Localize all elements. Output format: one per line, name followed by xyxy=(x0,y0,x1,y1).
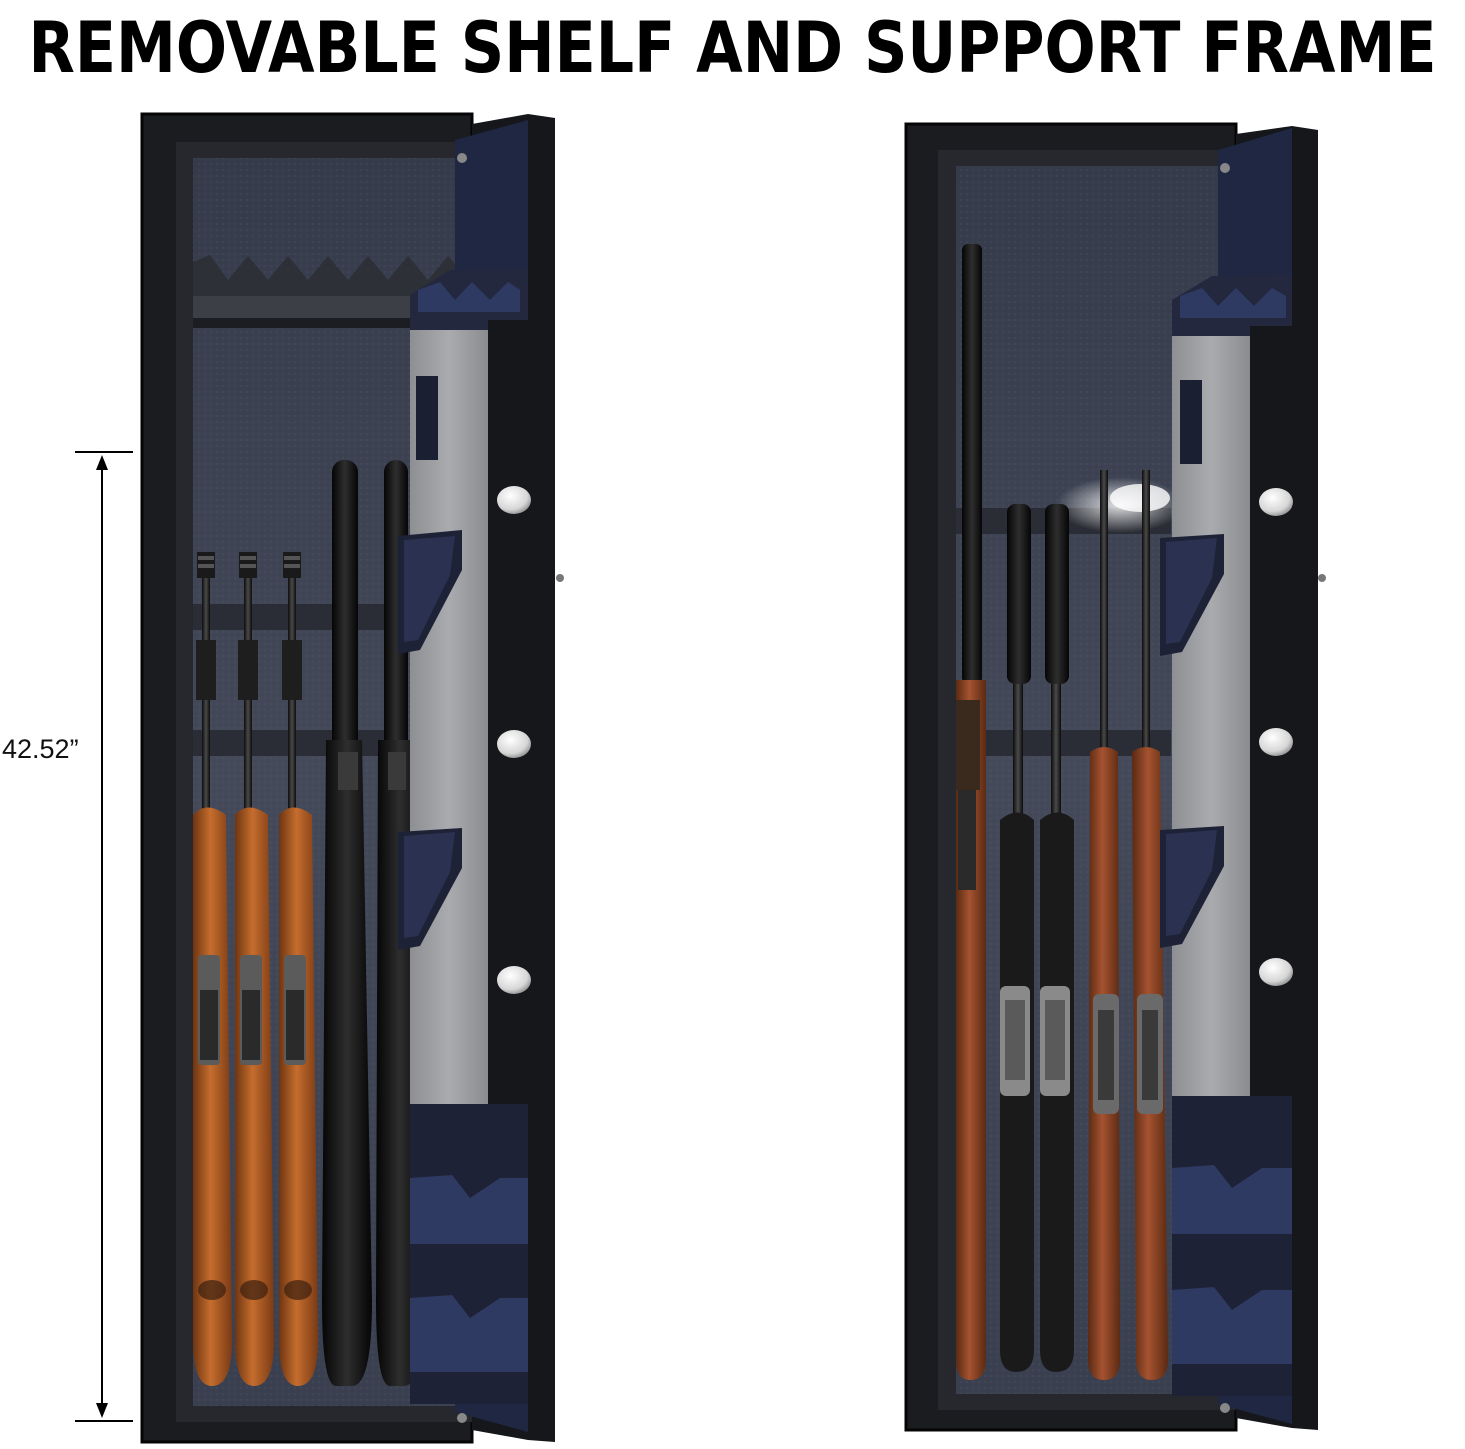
right-safe-knob-2 xyxy=(1259,728,1293,756)
right-safe-wooden-rifles xyxy=(1088,470,1168,1380)
left-safe-door-rack-1 xyxy=(410,1175,528,1244)
right-safe-knob-1 xyxy=(1259,488,1293,516)
headline: REMOVABLE SHELF AND SUPPORT FRAME xyxy=(28,6,1437,89)
right-safe-door-rack-1 xyxy=(1172,1165,1292,1234)
left-safe-knob-1 xyxy=(497,486,531,514)
left-safe-lower-support-bar xyxy=(193,730,408,756)
left-safe-knob-2 xyxy=(497,730,531,758)
right-safe-knob-3 xyxy=(1259,958,1293,986)
height-dimension-line xyxy=(75,451,133,1422)
right-safe-door-pocket xyxy=(1180,380,1202,464)
right-safe-tall-rifle xyxy=(956,244,986,1380)
height-dimension-label: 42.52” xyxy=(2,734,79,764)
left-safe-wooden-rifles xyxy=(193,552,318,1386)
right-safe-door-rack-2 xyxy=(1172,1287,1292,1364)
left-safe-knob-3 xyxy=(497,966,531,994)
left-safe xyxy=(140,112,564,1444)
left-safe-door-pocket xyxy=(416,376,438,460)
right-safe-metal-shotguns xyxy=(1000,504,1074,1372)
left-safe-door-rack-2 xyxy=(410,1295,528,1372)
right-safe xyxy=(904,122,1326,1432)
left-safe-upper-support-bar xyxy=(193,604,408,630)
